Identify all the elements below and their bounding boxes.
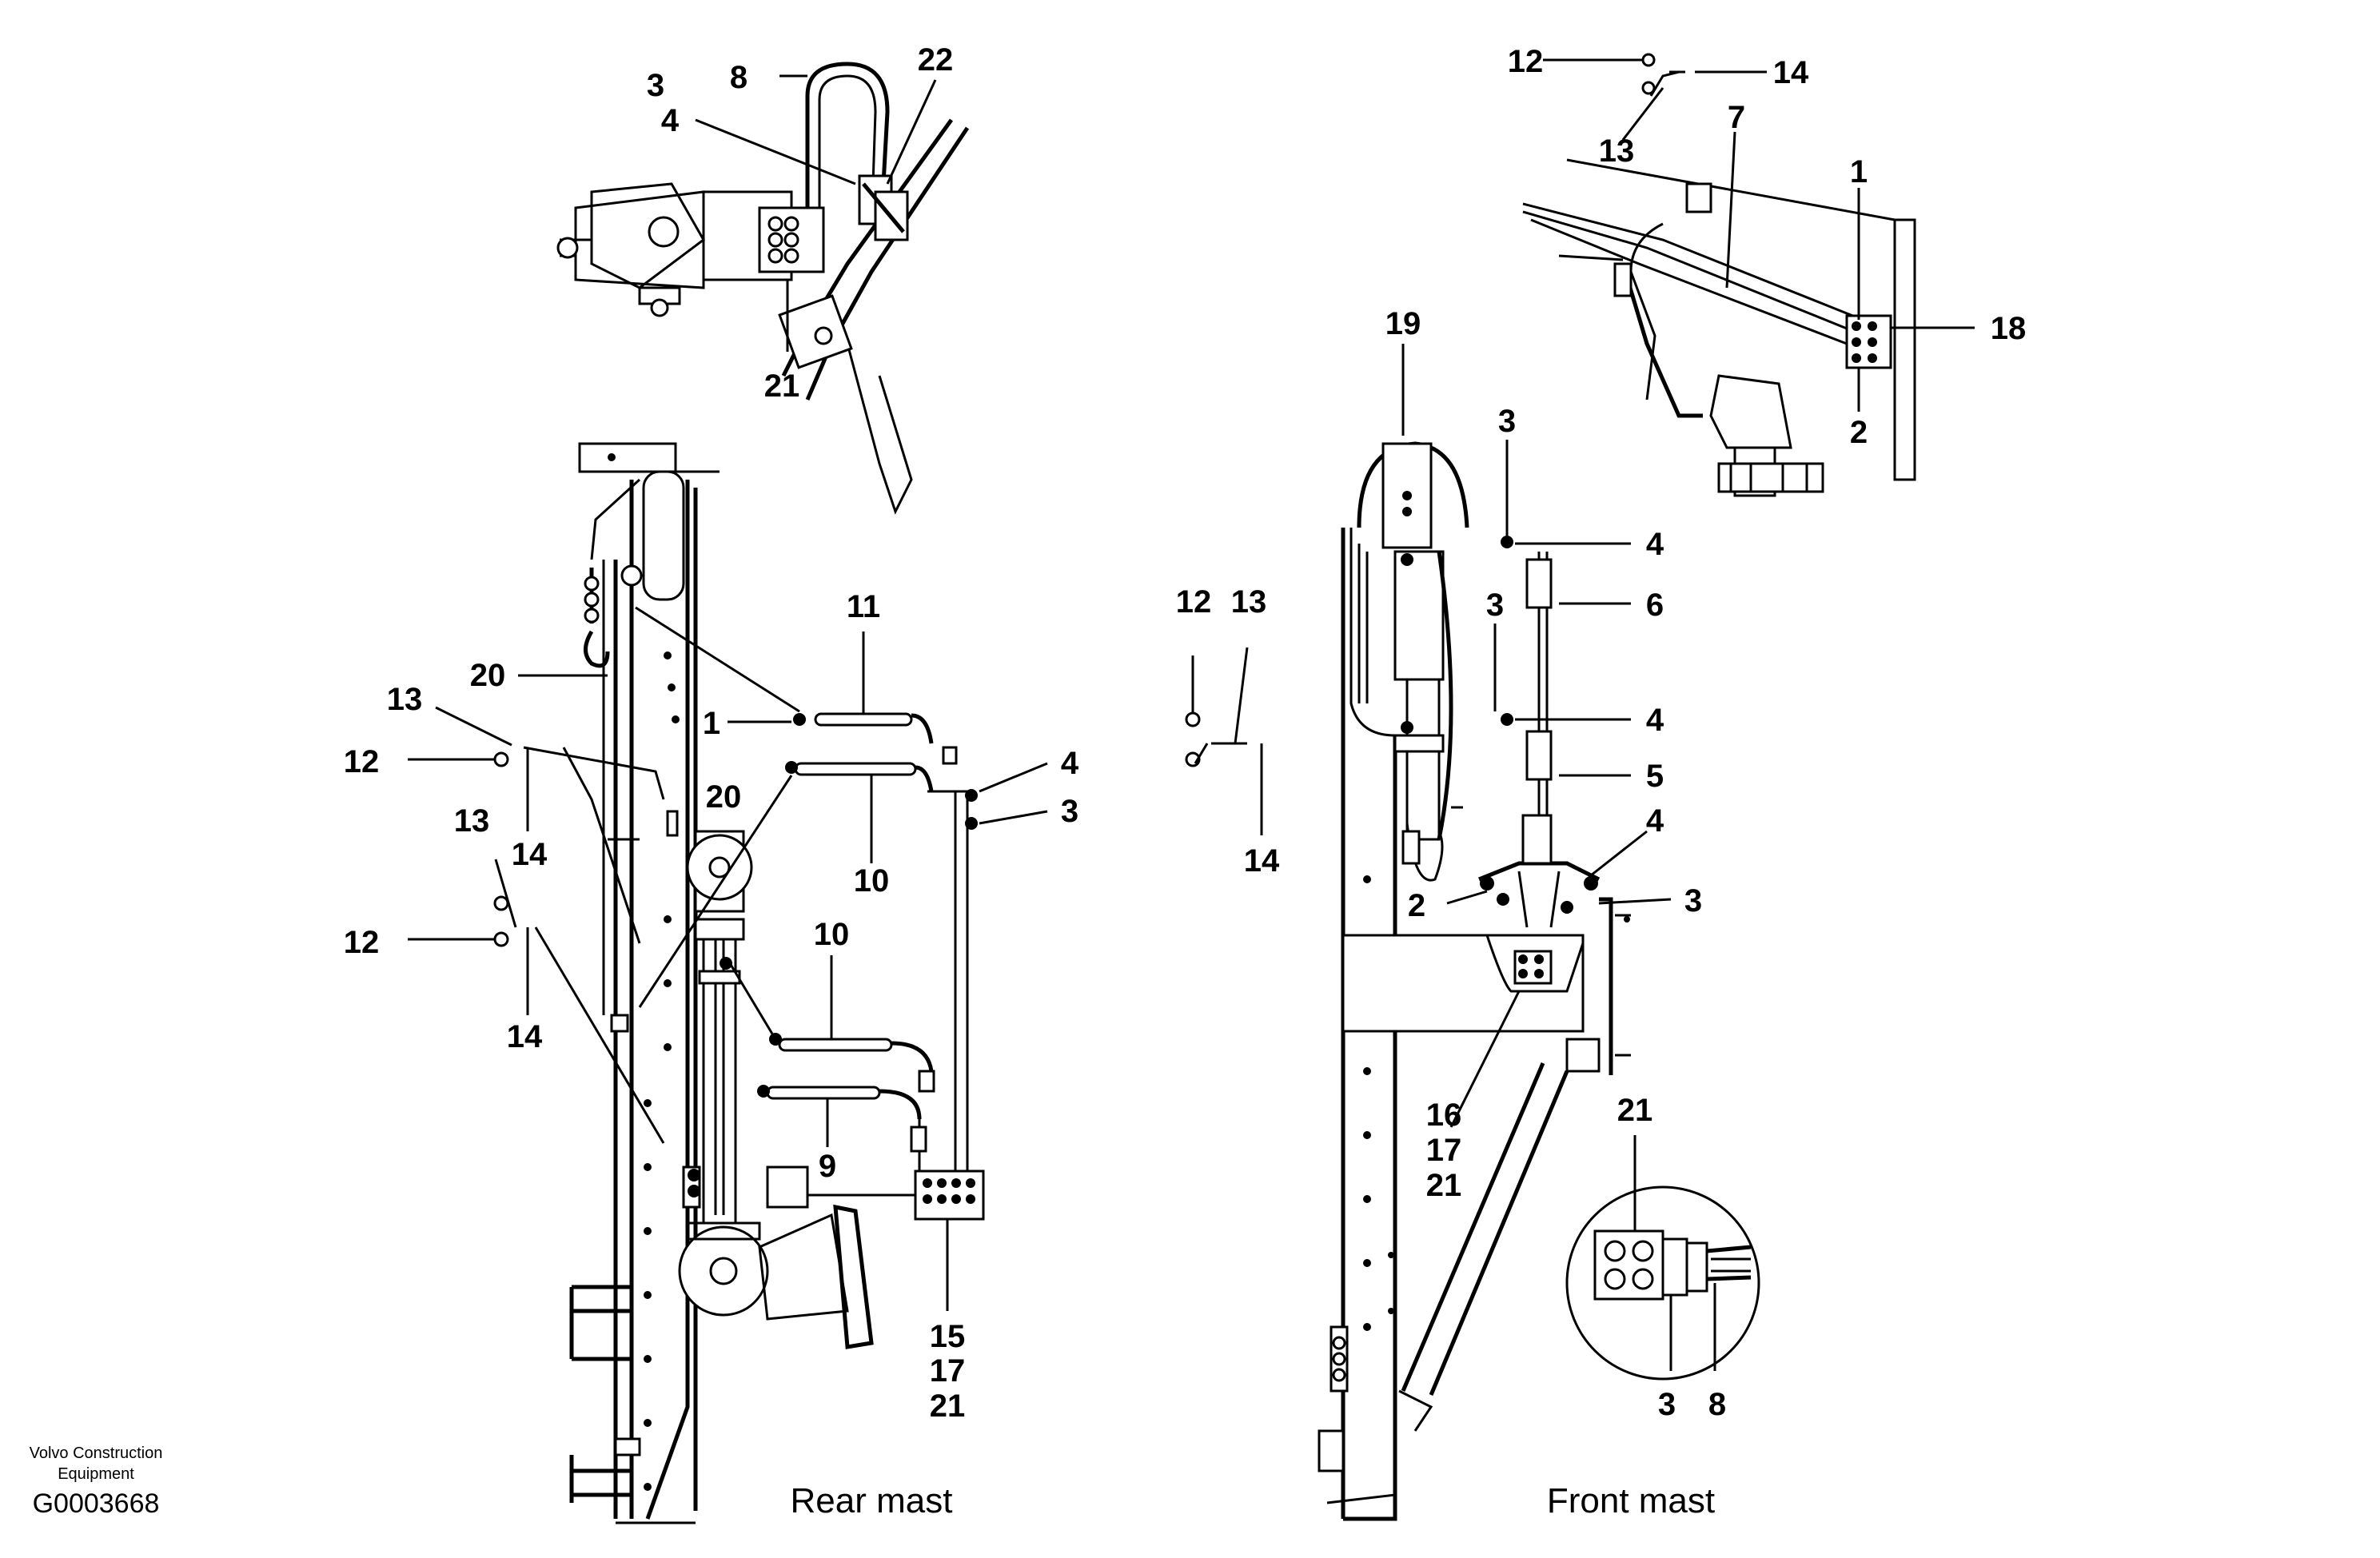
callout-front-13: 13 bbox=[1231, 584, 1267, 620]
callout-front-2: 2 bbox=[1408, 888, 1425, 923]
front-mast-view bbox=[1318, 344, 1672, 1521]
callout-rear-13b: 13 bbox=[454, 803, 490, 839]
callout-rear-20: 20 bbox=[470, 658, 506, 693]
callout-tr-18: 18 bbox=[1991, 311, 2027, 346]
callout-rear-13a: 13 bbox=[387, 682, 423, 717]
callout-tr-14: 14 bbox=[1773, 55, 1809, 90]
callout-rear-17: 17 bbox=[930, 1353, 966, 1389]
callout-tr-2: 2 bbox=[1850, 415, 1868, 450]
front-mast-caption: Front mast bbox=[1547, 1481, 1715, 1520]
callout-front-4b: 4 bbox=[1646, 703, 1664, 738]
callout-top-left-21: 21 bbox=[764, 369, 800, 404]
callout-detail-21: 21 bbox=[1617, 1093, 1653, 1128]
callout-front-21: 21 bbox=[1426, 1168, 1462, 1203]
drawing-id: G0003668 bbox=[33, 1488, 160, 1519]
callout-front-3c: 3 bbox=[1684, 883, 1702, 918]
callout-front-14: 14 bbox=[1244, 843, 1280, 879]
callout-rear-4: 4 bbox=[1061, 746, 1079, 781]
callout-front-17: 17 bbox=[1426, 1133, 1462, 1168]
top-right-view bbox=[1522, 53, 1975, 497]
company-line-1: Volvo Construction bbox=[30, 1444, 163, 1462]
rear-clip-groups bbox=[408, 674, 608, 1015]
callout-tr-13: 13 bbox=[1599, 133, 1635, 169]
callout-front-3b: 3 bbox=[1486, 588, 1504, 623]
callout-rear-1: 1 bbox=[703, 706, 720, 741]
top-left-view bbox=[556, 62, 970, 515]
callout-rear-14b: 14 bbox=[507, 1019, 543, 1054]
front-clip-group bbox=[1185, 647, 1263, 835]
callout-rear-11: 11 bbox=[847, 589, 880, 624]
callout-front-3a: 3 bbox=[1498, 404, 1516, 439]
callout-rear-12b: 12 bbox=[344, 925, 380, 960]
callout-front-12: 12 bbox=[1176, 584, 1212, 620]
rear-mast-view bbox=[523, 442, 985, 1524]
callout-top-left-3: 3 bbox=[647, 68, 664, 103]
detail-view bbox=[1565, 1135, 1760, 1381]
company-line-2: Equipment bbox=[58, 1465, 134, 1483]
callout-tr-7: 7 bbox=[1728, 100, 1745, 135]
callout-tr-12: 12 bbox=[1508, 44, 1544, 79]
callout-rear-12a: 12 bbox=[344, 744, 380, 779]
callout-detail-8: 8 bbox=[1708, 1387, 1726, 1422]
callout-front-6: 6 bbox=[1646, 588, 1664, 623]
callout-front-19: 19 bbox=[1385, 306, 1421, 341]
callout-front-4a: 4 bbox=[1646, 527, 1664, 562]
callout-rear-3: 3 bbox=[1061, 794, 1078, 829]
callout-top-left-4: 4 bbox=[661, 103, 680, 138]
callout-rear-15: 15 bbox=[930, 1319, 966, 1354]
callout-rear-10a: 10 bbox=[854, 863, 890, 899]
callout-rear-20b: 20 bbox=[706, 779, 742, 815]
callout-rear-14a: 14 bbox=[512, 837, 548, 872]
callout-top-left-8: 8 bbox=[730, 60, 747, 95]
callout-top-left-22: 22 bbox=[918, 42, 954, 78]
callout-tr-1: 1 bbox=[1850, 154, 1868, 189]
callout-rear-9: 9 bbox=[819, 1149, 836, 1184]
callout-front-16: 16 bbox=[1426, 1098, 1462, 1133]
callout-front-5: 5 bbox=[1646, 759, 1664, 794]
callout-detail-3: 3 bbox=[1658, 1387, 1676, 1422]
callout-front-4c: 4 bbox=[1646, 803, 1664, 839]
callout-rear-21: 21 bbox=[930, 1389, 966, 1424]
rear-mast-caption: Rear mast bbox=[791, 1481, 953, 1520]
callout-rear-10b: 10 bbox=[814, 917, 850, 952]
